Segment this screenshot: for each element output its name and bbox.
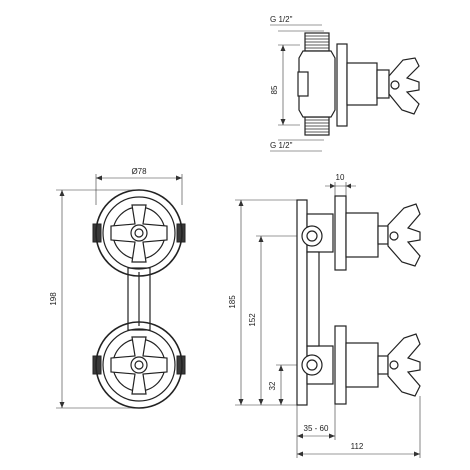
top-thread-label: G 1/2" — [270, 15, 293, 24]
diameter-label: Ø78 — [131, 167, 147, 176]
center-distance-label: 85 — [270, 85, 279, 94]
side-view: 10 185 152 32 — [228, 173, 421, 458]
wall-range-label: 35 - 60 — [304, 424, 329, 433]
upper-axis-label: 152 — [248, 313, 257, 327]
top-view: G 1/2" G 1/2" 85 — [270, 15, 420, 152]
total-depth-label: 112 — [351, 442, 364, 451]
thread-hatching — [305, 35, 329, 133]
bottom-thread-label: G 1/2" — [270, 141, 293, 150]
lower-axis-label: 32 — [268, 381, 277, 390]
side-height-label: 185 — [228, 295, 237, 309]
plate-depth-label: 10 — [336, 173, 345, 182]
height-label: 198 — [49, 292, 58, 306]
front-view: Ø78 198 — [49, 167, 186, 409]
